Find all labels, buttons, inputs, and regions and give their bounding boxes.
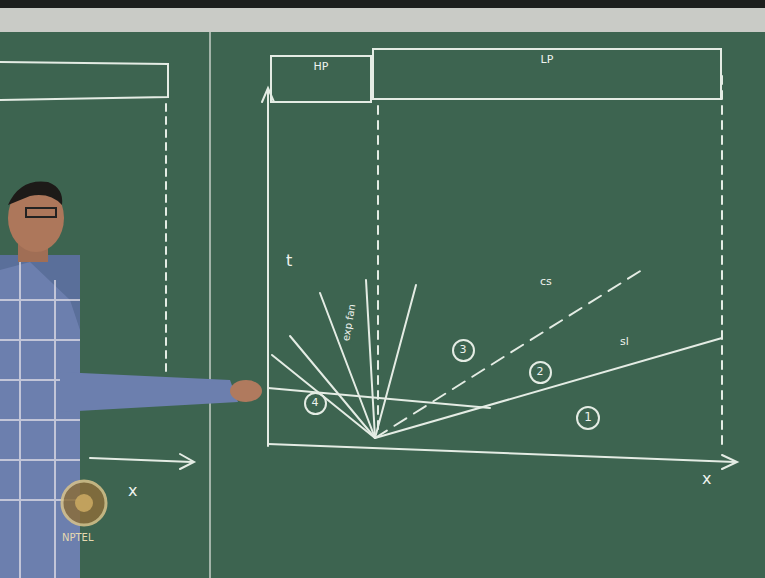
watermark-logo-core bbox=[75, 494, 93, 512]
left-tube bbox=[0, 62, 168, 100]
region-number: 2 bbox=[529, 361, 552, 384]
region-number: 3 bbox=[452, 339, 475, 362]
hair bbox=[8, 181, 62, 205]
region-number: 1 bbox=[576, 406, 600, 430]
watermark-logo bbox=[62, 481, 106, 525]
board-divider bbox=[209, 32, 211, 578]
left-dashed-line bbox=[165, 104, 167, 372]
shirt-panel bbox=[0, 262, 80, 578]
t-arrowhead bbox=[262, 88, 274, 102]
x-arrowhead bbox=[722, 455, 737, 469]
node-text: 4 bbox=[312, 397, 319, 409]
curve-label: cs bbox=[540, 276, 552, 288]
axis-label: t bbox=[286, 252, 292, 270]
end-wall-line bbox=[721, 76, 723, 450]
frame-top bbox=[0, 0, 765, 8]
t-axis bbox=[267, 90, 269, 446]
left-x-axis bbox=[90, 458, 192, 462]
left-arrowhead bbox=[180, 454, 194, 469]
shirt bbox=[0, 255, 80, 578]
lecturer bbox=[0, 181, 262, 578]
axis-label: x bbox=[128, 482, 137, 500]
region-number: 4 bbox=[304, 392, 327, 415]
time-level-line bbox=[268, 388, 490, 408]
node-text: LP bbox=[541, 54, 554, 66]
x-axis bbox=[268, 444, 735, 462]
shock-line bbox=[375, 338, 722, 438]
node-text: 3 bbox=[460, 344, 467, 356]
tube-section: HP bbox=[270, 55, 372, 103]
hand bbox=[230, 380, 262, 402]
fan-ray bbox=[366, 280, 375, 438]
axis-label: x bbox=[702, 470, 711, 488]
fan-ray bbox=[320, 293, 375, 438]
fan-ray bbox=[290, 336, 375, 438]
arm bbox=[60, 372, 238, 412]
diaphragm-line bbox=[377, 106, 379, 436]
node-text: 2 bbox=[537, 366, 544, 378]
watermark: NPTEL bbox=[62, 532, 94, 543]
node-text: HP bbox=[314, 61, 329, 73]
fan-ray bbox=[375, 285, 416, 438]
glasses bbox=[26, 208, 56, 217]
node-text: 1 bbox=[584, 411, 592, 424]
curve-label: sl bbox=[620, 336, 629, 348]
board-ledge bbox=[0, 8, 765, 32]
tube-section: LP bbox=[372, 48, 722, 100]
contact-surface bbox=[375, 268, 645, 438]
